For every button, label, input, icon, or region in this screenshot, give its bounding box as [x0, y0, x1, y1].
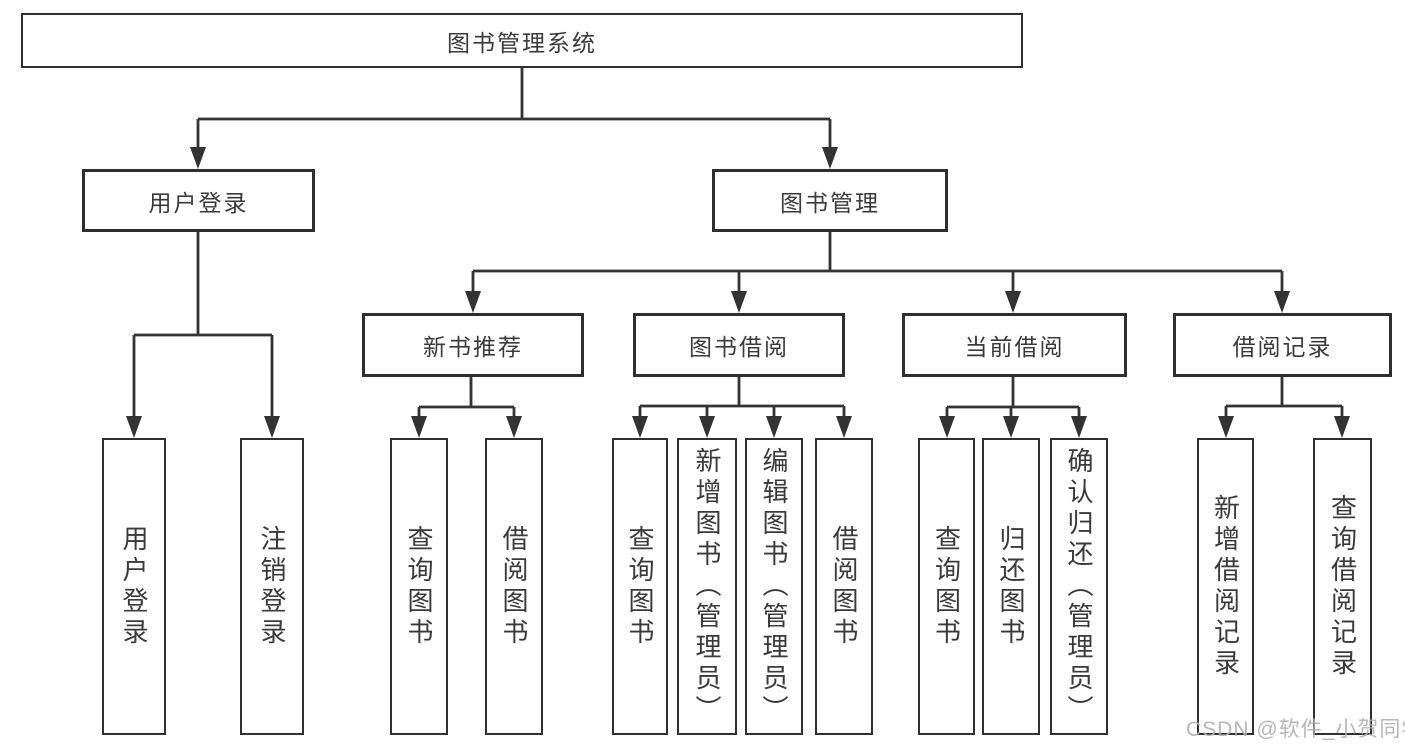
leaf-current-confirm-return-admin: 确认归还（管理员）: [1050, 438, 1108, 735]
connector-book-management-children: [465, 232, 1290, 313]
leaf-new-book-query-books: 查询图书: [390, 438, 448, 735]
node-borrow-records: 借阅记录: [1173, 313, 1392, 377]
leaf-borrow-edit-books-admin: 编辑图书（管理员）: [745, 438, 803, 735]
arrowhead-icon: [766, 416, 782, 438]
leaf-records-add-record: 新增借阅记录: [1197, 438, 1254, 735]
connector-borrow-records-children: [1218, 377, 1350, 438]
arrowhead-icon: [1005, 291, 1021, 313]
leaf-borrow-add-books-admin: 新增图书（管理员）: [677, 438, 737, 735]
arrowhead-icon: [506, 416, 522, 438]
arrowhead-icon: [836, 416, 852, 438]
connector-user-login-children: [126, 232, 280, 438]
leaf-logout: 注销登录: [240, 438, 304, 735]
connector-current-borrow-children: [939, 377, 1087, 438]
arrowhead-icon: [126, 416, 142, 438]
csdn-watermark: CSDN @软件_小贺同学: [1186, 718, 1405, 741]
arrowhead-icon: [1003, 416, 1019, 438]
arrowhead-icon: [264, 416, 280, 438]
node-current-borrow: 当前借阅: [902, 313, 1127, 377]
arrowhead-icon: [632, 416, 648, 438]
arrowhead-icon: [1334, 416, 1350, 438]
leaf-records-query-record: 查询借阅记录: [1313, 438, 1372, 735]
arrowhead-icon: [411, 416, 427, 438]
leaf-user-login: 用户登录: [102, 438, 166, 735]
leaf-new-book-borrow-books: 借阅图书: [485, 438, 543, 735]
arrowhead-icon: [1071, 416, 1087, 438]
arrowhead-icon: [1218, 416, 1234, 438]
node-book-management: 图书管理: [712, 169, 948, 232]
arrowhead-icon: [731, 291, 747, 313]
arrowhead-icon: [465, 291, 481, 313]
arrowhead-icon: [1274, 291, 1290, 313]
node-new-book-recommend: 新书推荐: [362, 313, 584, 377]
node-user-login: 用户登录: [82, 169, 315, 232]
arrowhead-icon: [939, 416, 955, 438]
connector-book-borrow-children: [632, 377, 852, 438]
leaf-current-return-books: 归还图书: [982, 438, 1040, 735]
arrowhead-icon: [822, 147, 838, 169]
leaf-borrow-borrow-books: 借阅图书: [815, 438, 873, 735]
connector-root-to-level2: [190, 68, 838, 169]
leaf-current-query-books: 查询图书: [918, 438, 975, 735]
node-library-management-system: 图书管理系统: [21, 13, 1023, 68]
node-book-borrow: 图书借阅: [633, 313, 845, 377]
arrowhead-icon: [699, 416, 715, 438]
arrowhead-icon: [190, 147, 206, 169]
connector-new-book-children: [411, 377, 522, 438]
leaf-borrow-query-books: 查询图书: [612, 438, 668, 735]
